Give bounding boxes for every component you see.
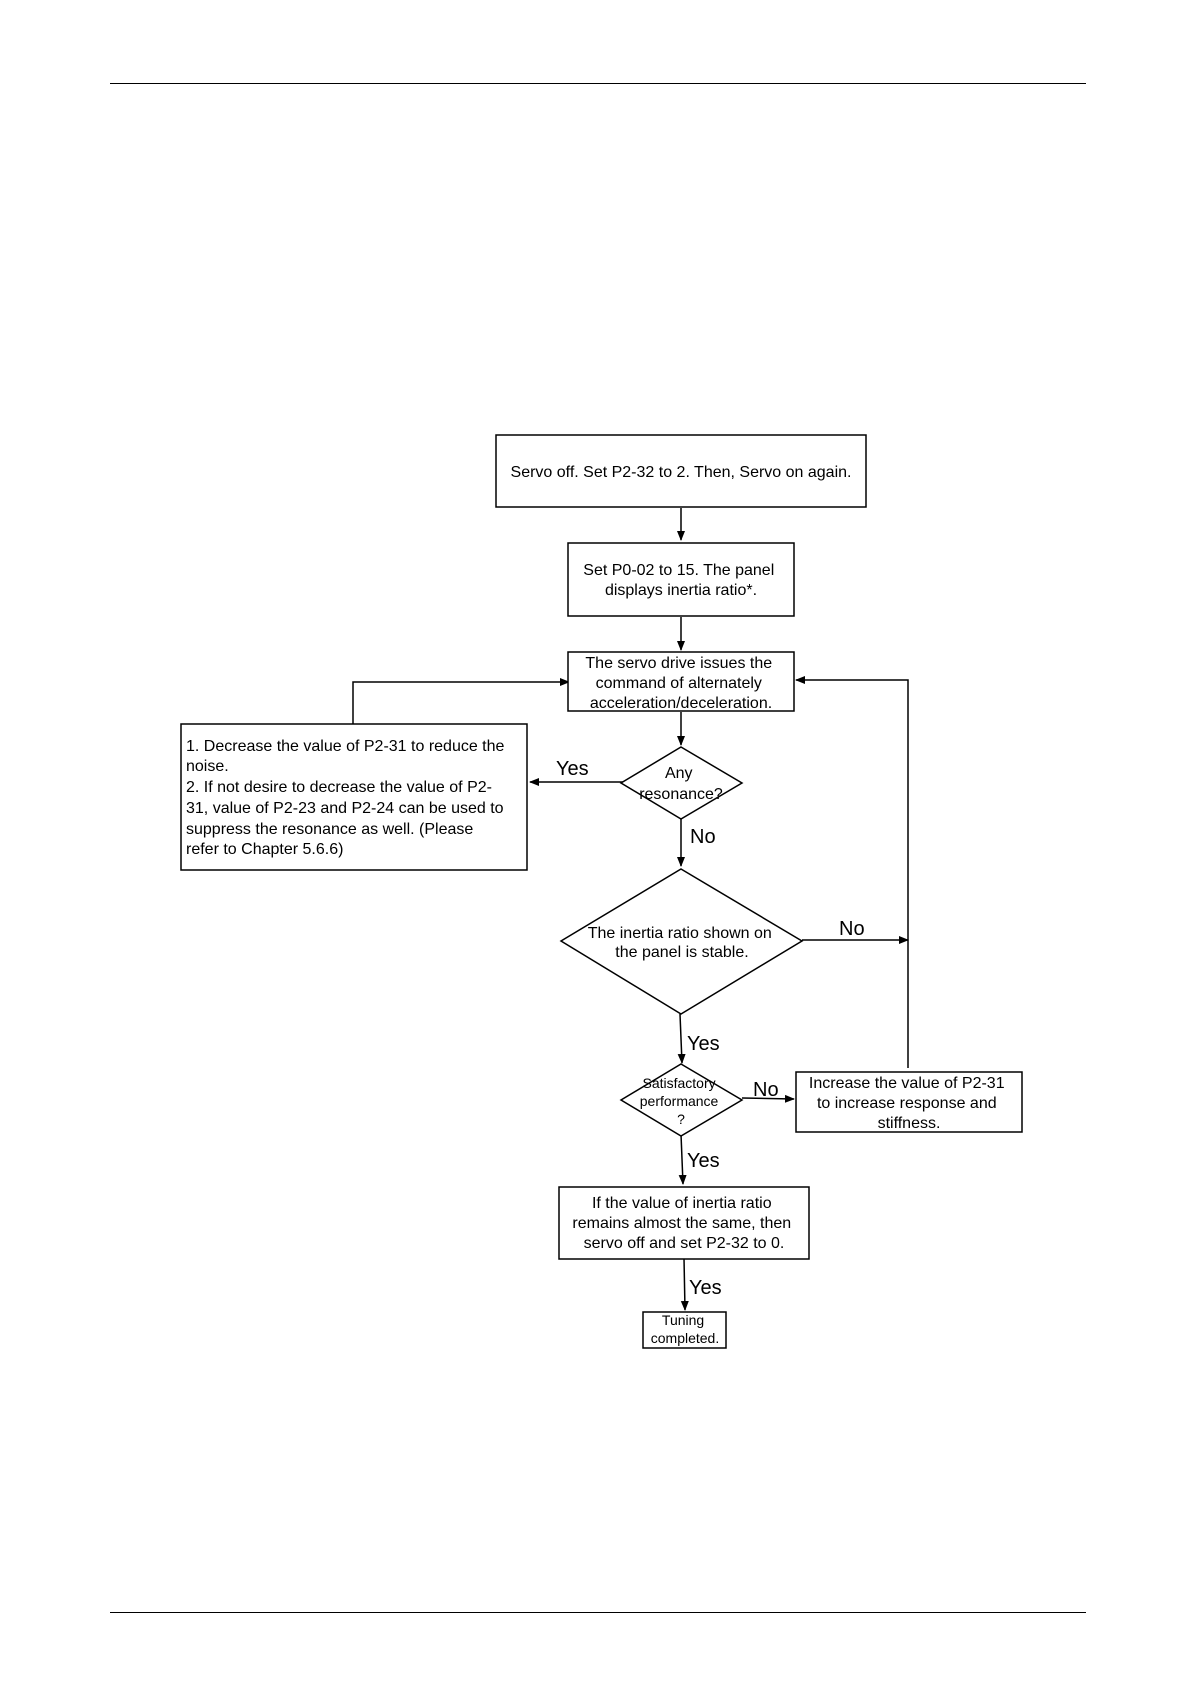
finish-step: If the value of inertia ratio remains al… bbox=[558, 1186, 810, 1260]
start-step: Servo off. Set P2-32 to 2. Then, Servo o… bbox=[495, 434, 867, 508]
arrow-finish-to-done bbox=[680, 1257, 689, 1311]
tuning-completed-text: Tuning completed. bbox=[651, 1312, 719, 1346]
resonance-fix-text: 1. Decrease the value of P2-31 to reduce… bbox=[186, 738, 509, 858]
increase-p2-31-step: Increase the value of P2-31 to increase … bbox=[795, 1071, 1023, 1133]
label-stable-yes: Yes bbox=[687, 1033, 720, 1055]
arrow-stable-yes bbox=[677, 1013, 686, 1064]
bottom-rule bbox=[110, 1612, 1086, 1613]
stable-decision: The inertia ratio shown on the panel is … bbox=[559, 868, 804, 1015]
issue-command-text: The servo drive issues the command of al… bbox=[585, 655, 776, 712]
satisfactory-decision-text: Satisfactory performance ? bbox=[640, 1075, 722, 1127]
branch-labels: Yes No No Yes No Yes Yes bbox=[556, 758, 865, 1299]
label-stable-no: No bbox=[839, 918, 865, 940]
label-finish-yes: Yes bbox=[689, 1277, 722, 1299]
arrow-increase-loop-back bbox=[795, 676, 909, 1068]
set-p0-02-text: Set P0-02 to 15. The panel displays iner… bbox=[583, 562, 778, 599]
tuning-completed-step: Tuning completed. bbox=[642, 1311, 727, 1349]
arrow-fix-loop-back bbox=[352, 678, 570, 724]
label-satisfactory-yes: Yes bbox=[687, 1150, 720, 1172]
connectors bbox=[352, 508, 909, 1311]
top-rule bbox=[110, 83, 1086, 84]
label-resonance-yes: Yes bbox=[556, 758, 589, 780]
resonance-decision: Any resonance? bbox=[619, 746, 744, 820]
resonance-fix-step: 1. Decrease the value of P2-31 to reduce… bbox=[180, 723, 528, 871]
arrow-satisfactory-no bbox=[741, 1094, 795, 1103]
satisfactory-decision: Satisfactory performance ? bbox=[619, 1063, 744, 1137]
start-step-text: Servo off. Set P2-32 to 2. Then, Servo o… bbox=[511, 464, 852, 481]
label-resonance-no: No bbox=[690, 826, 716, 848]
label-satisfactory-no: No bbox=[753, 1079, 779, 1101]
increase-p2-31-text: Increase the value of P2-31 to increase … bbox=[809, 1075, 1009, 1132]
arrow-satisfactory-yes bbox=[678, 1133, 687, 1185]
issue-command-step: The servo drive issues the command of al… bbox=[567, 651, 795, 712]
finish-step-text: If the value of inertia ratio remains al… bbox=[572, 1195, 795, 1252]
resonance-decision-text: Any resonance? bbox=[639, 765, 723, 803]
set-p0-02-step: Set P0-02 to 15. The panel displays iner… bbox=[567, 542, 795, 617]
stable-decision-text: The inertia ratio shown on the panel is … bbox=[588, 925, 777, 961]
